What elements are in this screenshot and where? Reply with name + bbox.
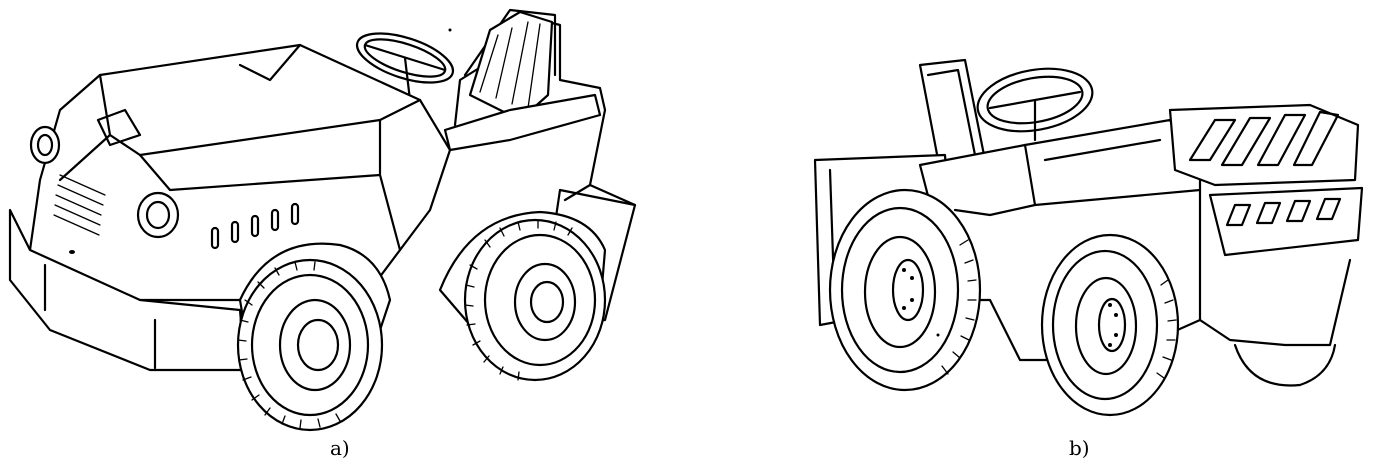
front-wheel [828, 188, 982, 392]
rear-wheel [463, 218, 607, 382]
hood [28, 43, 452, 302]
side-vents [210, 202, 300, 250]
figure-a: a) [0, 0, 690, 469]
front-wheel [236, 258, 384, 432]
caption-b: b) [1069, 436, 1090, 460]
tractor-a-drawing [8, 8, 637, 432]
headlight-right [136, 191, 180, 239]
caption-a: a) [330, 436, 350, 460]
rear-wheel [1040, 233, 1180, 417]
headlight-left [29, 125, 61, 165]
tractor-b-drawing [813, 58, 1364, 417]
cover-stripes [1188, 110, 1340, 167]
far-rear-wheel [1233, 343, 1337, 387]
figure-b: b) [690, 0, 1381, 469]
hood-slot [96, 108, 142, 147]
front-grille [53, 174, 106, 236]
